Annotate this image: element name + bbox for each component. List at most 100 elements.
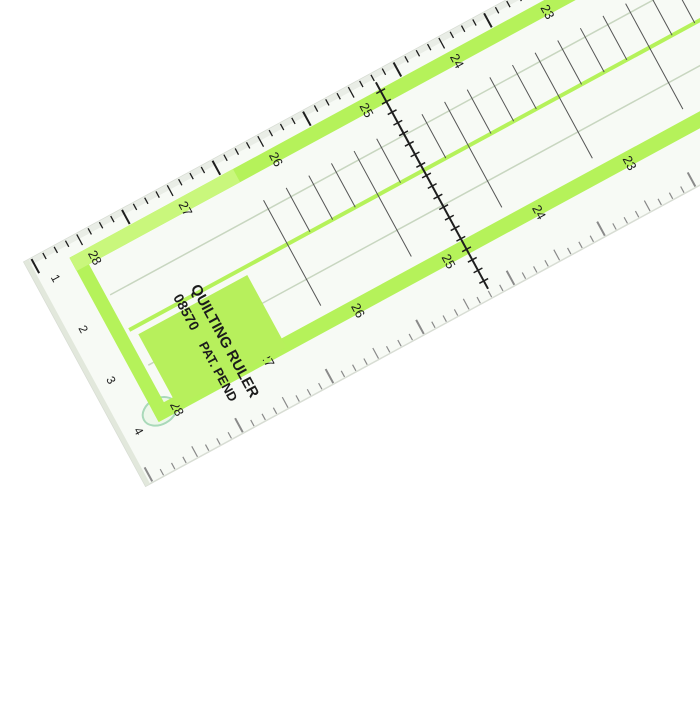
edge-tick-top [257, 135, 265, 148]
edge-tick-top [245, 142, 251, 149]
edge-tick-top [392, 61, 403, 78]
edge-tick-bottom [191, 445, 199, 458]
edge-tick-bottom [295, 395, 300, 402]
cross-line-mark [478, 277, 489, 284]
grid-tick [353, 150, 412, 257]
edge-tick-bottom [634, 210, 640, 218]
grid-tick [512, 64, 537, 110]
cross-line-mark [433, 193, 443, 200]
ruler-body [22, 0, 700, 488]
edge-tick-top [426, 43, 432, 51]
cross-line-mark [393, 119, 403, 126]
edge-tick-bottom [352, 364, 357, 372]
stripe-top-long [69, 0, 700, 271]
cross-line-mark [421, 172, 432, 179]
stripe-number-bottom: 25 [439, 251, 459, 271]
edge-tick-bottom [578, 241, 583, 249]
edge-tick-top [336, 92, 341, 100]
edge-tick-bottom [324, 368, 335, 384]
edge-tick-bottom [250, 419, 255, 427]
edge-tick-top [189, 172, 194, 180]
edge-tick-bottom [372, 347, 380, 359]
cross-line-mark [404, 140, 415, 147]
edge-tick-top [370, 74, 375, 82]
edge-tick-top [211, 160, 222, 176]
edge-tick-bottom [306, 388, 312, 396]
grid-tick [421, 113, 447, 159]
edge-tick-bottom [657, 198, 662, 206]
edge-tick-top [279, 123, 285, 131]
edge-tick-top [381, 68, 387, 76]
stripe-number-bottom: 24 [529, 202, 549, 222]
product-label: QUILTING RULER 08570 PAT. PEND [138, 275, 287, 407]
edge-tick-top [110, 215, 115, 223]
stripe-number-top: 28 [85, 248, 105, 268]
edge-tick-top [325, 99, 330, 106]
edge-tick-bottom [385, 345, 391, 353]
edge-tick-top [449, 31, 455, 39]
guide-line [109, 0, 700, 296]
edge-tick-bottom [533, 266, 538, 273]
edge-tick-top [268, 129, 274, 137]
edge-tick-top [144, 197, 149, 205]
guide-line [147, 0, 700, 366]
stripe-number-bottom: 28 [167, 399, 187, 419]
edge-tick-top [121, 209, 131, 225]
stripe-top-end [69, 169, 241, 271]
edge-tick-bottom [234, 417, 244, 433]
edge-tick-bottom [612, 223, 617, 230]
edge-tick-bottom [272, 407, 278, 415]
edge-tick-top [302, 111, 312, 127]
edge-tick-top [166, 185, 174, 197]
stripe-number-top: 24 [447, 51, 467, 71]
edge-tick-bottom [596, 221, 606, 237]
edge-tick-top [155, 191, 160, 198]
edge-tick-top [506, 0, 511, 8]
cross-line-mark [461, 246, 472, 253]
cross-line-mark [438, 204, 449, 211]
edge-tick-bottom [143, 466, 154, 482]
edge-tick-bottom [397, 339, 402, 347]
grid-tick [330, 163, 356, 208]
edge-tick-bottom [431, 321, 436, 329]
edge-tick-bottom [521, 272, 527, 279]
cross-line-mark [375, 88, 386, 95]
edge-tick-top [494, 6, 500, 14]
edge-tick-top [30, 258, 41, 274]
edge-tick-bottom [623, 216, 628, 224]
cross-line-mark [427, 182, 437, 190]
edge-tick-bottom [281, 396, 289, 408]
grid-tick [444, 101, 503, 208]
edge-tick-top [132, 203, 138, 211]
stripe-number-top: 26 [266, 149, 286, 169]
edge-tick-top [460, 25, 466, 33]
edge-tick-bottom [643, 200, 651, 212]
edge-tick-top [223, 154, 228, 162]
edge-tick-bottom [686, 171, 697, 187]
stripe-bottom-long [151, 0, 700, 423]
cross-line-mark [381, 98, 392, 105]
edge-tick-bottom [363, 358, 368, 365]
edge-tick-top [483, 12, 493, 28]
edge-tick-bottom [415, 319, 425, 335]
edge-tick-bottom [170, 462, 176, 470]
stripe-left-vertical [69, 251, 171, 422]
grid-tick [489, 77, 515, 122]
edge-tick-bottom [182, 456, 187, 464]
edge-tick-bottom [318, 382, 323, 390]
cross-line-mark [387, 109, 397, 116]
edge-tick-bottom [476, 296, 481, 304]
edge-tick-top [42, 252, 47, 260]
edge-tick-top [359, 80, 364, 88]
edge-tick-top [347, 86, 355, 98]
grid-tick [647, 0, 673, 36]
grid-tick [579, 27, 605, 73]
edge-tick-top [53, 246, 59, 254]
edge-tick-top [291, 117, 296, 125]
cross-line-mark [473, 267, 483, 274]
stripe-number-bottom: 23 [620, 153, 640, 173]
grid-tick [263, 199, 322, 306]
edge-tick-top [438, 37, 446, 49]
